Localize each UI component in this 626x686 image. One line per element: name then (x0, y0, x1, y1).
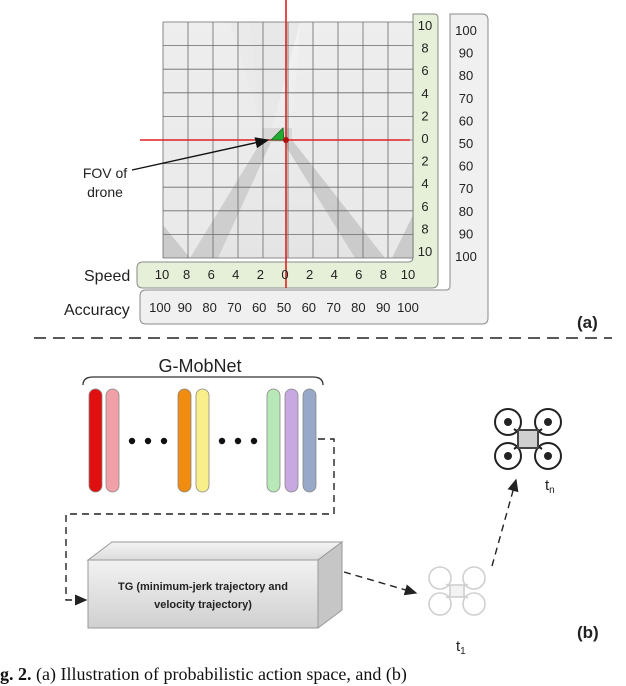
accuracy-x-tick-label: 80 (351, 300, 365, 315)
accuracy-y-ticks: 100 90 80 70 60 50 60 70 80 90 100 (455, 23, 477, 264)
accuracy-x-tick-label: 70 (227, 300, 241, 315)
speed-y-tick-label: 0 (421, 131, 428, 146)
caption-prefix: g. 2. (0, 664, 32, 684)
speed-x-tick-label: 10 (401, 267, 415, 282)
speed-y-tick-label: 8 (421, 41, 428, 56)
ellipsis-dots-2 (218, 437, 258, 445)
accuracy-y-tick-label: 100 (455, 249, 477, 264)
speed-x-ticks: 10 8 6 4 2 0 2 4 6 8 10 (155, 267, 415, 282)
speed-y-ticks: 10 8 6 4 2 0 2 4 6 8 10 (418, 18, 432, 259)
accuracy-x-tick-label: 50 (277, 300, 291, 315)
drone-trajectory-arrow (491, 478, 519, 567)
speed-y-tick-label: 2 (421, 108, 428, 123)
fov-arrow (131, 137, 270, 171)
tn-label: tn (545, 477, 555, 496)
accuracy-y-tick-label: 50 (459, 136, 473, 151)
speed-x-tick-label: 6 (208, 267, 215, 282)
speed-x-tick-label: 2 (257, 267, 264, 282)
speed-x-tick-label: 6 (355, 267, 362, 282)
layer-bar-green (266, 388, 281, 493)
accuracy-y-tick-label: 70 (459, 91, 473, 106)
speed-y-tick-label: 6 (421, 63, 428, 78)
accuracy-y-tick-label: 100 (455, 23, 477, 38)
accuracy-y-tick-label: 90 (459, 46, 473, 61)
accuracy-y-tick-label: 60 (459, 113, 473, 128)
network-layers (88, 388, 317, 493)
tg-box: TG (minimum-jerk trajectory and velocity… (86, 541, 344, 629)
speed-axis-label: Speed (84, 268, 130, 285)
layer-bar-red (88, 388, 103, 493)
accuracy-x-tick-label: 100 (397, 300, 419, 315)
speed-y-tick-label: 4 (421, 176, 428, 191)
accuracy-y-tick-label: 60 (459, 159, 473, 174)
speed-x-tick-label: 2 (306, 267, 313, 282)
accuracy-x-tick-label: 90 (376, 300, 390, 315)
accuracy-panel (139, 13, 489, 325)
t1-label: t1 (456, 638, 466, 657)
accuracy-x-ticks: 100 90 80 70 60 50 60 70 80 90 100 (149, 300, 419, 315)
network-title: G-MobNet (158, 356, 241, 376)
speed-y-tick-label: 4 (421, 86, 428, 101)
speed-x-tick-label: 4 (331, 267, 338, 282)
figure-caption: g. 2. (a) Illustration of probabilistic … (0, 664, 626, 686)
fov-indicator (270, 127, 289, 143)
panel-b: G-MobNet TG (minimum-jerk trajector (65, 356, 599, 657)
accuracy-y-tick-label: 90 (459, 226, 473, 241)
accuracy-y-tick-label: 80 (459, 204, 473, 219)
accuracy-x-tick-label: 100 (149, 300, 171, 315)
speed-x-tick-label: 8 (183, 267, 190, 282)
drone-t1-icon (428, 566, 486, 616)
accuracy-x-tick-label: 90 (178, 300, 192, 315)
speed-y-tick-label: 6 (421, 199, 428, 214)
speed-x-tick-label: 0 (281, 267, 288, 282)
tg-text-line1: TG (minimum-jerk trajectory and (118, 581, 288, 593)
accuracy-x-tick-label: 80 (202, 300, 216, 315)
layer-bar-pink (105, 388, 120, 493)
caption-text: (a) Illustration of probabilistic action… (31, 664, 407, 684)
accuracy-x-tick-label: 70 (326, 300, 340, 315)
fov-label-line1: FOV of (83, 165, 127, 181)
accuracy-x-tick-label: 60 (252, 300, 266, 315)
panel-b-label: (b) (577, 623, 599, 642)
accuracy-axis-label: Accuracy (64, 302, 130, 319)
speed-y-tick-label: 10 (418, 18, 432, 33)
network-bracket (82, 376, 324, 386)
speed-x-tick-label: 8 (380, 267, 387, 282)
ellipsis-dots-1 (128, 437, 168, 445)
speed-x-tick-label: 4 (232, 267, 239, 282)
tg-to-drone-arrow (343, 571, 418, 596)
drone-tn-icon (494, 408, 562, 470)
speed-x-tick-label: 10 (155, 267, 169, 282)
accuracy-y-tick-label: 70 (459, 181, 473, 196)
panel-a-label: (a) (577, 313, 598, 332)
layer-bar-orange (177, 388, 192, 493)
fov-label-line2: drone (87, 184, 123, 200)
speed-y-tick-label: 8 (421, 221, 428, 236)
speed-panel (136, 13, 439, 289)
accuracy-x-tick-label: 60 (302, 300, 316, 315)
layer-bar-yellow (195, 388, 210, 493)
speed-y-tick-label: 10 (418, 244, 432, 259)
network-to-tg-connector (65, 438, 335, 606)
speed-y-tick-label: 2 (421, 154, 428, 169)
tg-text-line2: velocity trajectory) (154, 599, 252, 611)
accuracy-y-tick-label: 80 (459, 68, 473, 83)
layer-bar-purple (284, 388, 299, 493)
layer-bar-blue (302, 388, 317, 493)
